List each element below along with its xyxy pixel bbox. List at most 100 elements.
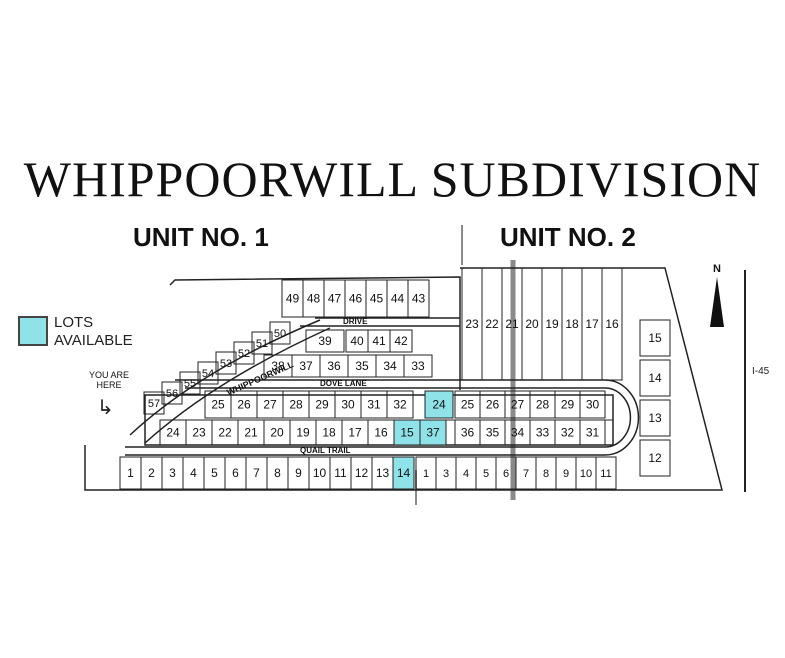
lot-number: 34	[383, 359, 397, 373]
lot-number: 26	[486, 398, 500, 412]
lot-number: 35	[486, 426, 500, 440]
lot-parcel	[579, 390, 606, 419]
lot-number: 37	[426, 426, 440, 440]
lot-parcel	[424, 390, 454, 419]
lot-number: 22	[485, 317, 499, 331]
lot-number: 38	[271, 359, 285, 373]
lot-number: 19	[545, 317, 559, 331]
north-label: N	[713, 263, 721, 275]
lot-parcel	[601, 267, 623, 381]
lot-number: 32	[561, 426, 575, 440]
lot-parcel	[407, 279, 430, 318]
street-label: DRIVE	[343, 317, 368, 326]
lot-number: 23	[192, 426, 206, 440]
lot-number: 18	[565, 317, 579, 331]
you-are-here-label: YOU ARE HERE	[88, 370, 129, 390]
lot-number: 10	[313, 466, 327, 480]
lot-parcel	[197, 361, 219, 385]
lot-parcel	[386, 390, 414, 419]
lot-number: 8	[543, 468, 549, 480]
lot-number: 4	[463, 468, 469, 480]
lot-number: 41	[372, 334, 386, 348]
lot-number: 22	[218, 426, 232, 440]
lot-number: 15	[648, 331, 662, 345]
lot-number: 51	[256, 338, 268, 350]
lot-number: 28	[289, 398, 303, 412]
lot-number: 7	[253, 466, 260, 480]
lot-number: 49	[286, 292, 300, 306]
lot-number: 30	[586, 398, 600, 412]
lot-number: 11	[600, 468, 611, 480]
lot-number: 16	[605, 317, 619, 331]
lot-parcel	[269, 321, 291, 345]
lot-parcel	[639, 319, 671, 357]
lot-number: 26	[237, 398, 251, 412]
lot-number: 3	[443, 468, 449, 480]
lot-number: 21	[244, 426, 258, 440]
lot-number: 4	[190, 466, 197, 480]
lot-number: 36	[461, 426, 475, 440]
lot-number: 13	[648, 411, 662, 425]
lot-number: 10	[580, 468, 592, 480]
lot-number: 52	[238, 348, 250, 360]
lot-number: 54	[202, 368, 214, 380]
lot-number: 20	[525, 317, 539, 331]
lot-parcel	[639, 399, 671, 437]
lot-number: 1	[127, 466, 134, 480]
you-are-here-arrow-icon: ↳	[97, 397, 114, 419]
lot-number: 42	[394, 334, 408, 348]
lot-number: 33	[411, 359, 425, 373]
lot-parcel	[419, 419, 447, 446]
available-swatch	[18, 316, 48, 346]
lot-number: 36	[327, 359, 341, 373]
lot-number: 57	[148, 398, 160, 410]
lot-number: 24	[166, 426, 180, 440]
lot-number: 31	[367, 398, 381, 412]
lot-number: 6	[503, 468, 509, 480]
lot-number: 15	[400, 426, 414, 440]
lot-number: 5	[211, 466, 218, 480]
lot-parcel	[161, 381, 183, 405]
lot-parcel	[639, 359, 671, 397]
lot-number: 31	[586, 426, 600, 440]
lot-number: 29	[561, 398, 575, 412]
lot-number: 46	[349, 292, 363, 306]
lot-parcel	[389, 329, 413, 353]
lot-number: 24	[432, 398, 446, 412]
lot-number: 34	[511, 426, 525, 440]
lot-number: 40	[350, 334, 364, 348]
lot-number: 7	[523, 468, 529, 480]
lot-parcel	[639, 439, 671, 477]
lot-parcel	[215, 351, 237, 375]
lot-number: 48	[307, 292, 321, 306]
unit-1-label: UNIT NO. 1	[133, 222, 269, 252]
lot-number: 39	[318, 334, 332, 348]
lot-number: 9	[295, 466, 302, 480]
lot-number: 50	[274, 328, 286, 340]
lot-number: 14	[648, 371, 662, 385]
lot-number: 21	[505, 317, 519, 331]
lot-number: 17	[585, 317, 599, 331]
whippoorwill-road-edge	[144, 327, 331, 444]
lot-number: 9	[563, 468, 569, 480]
boundary-line	[169, 276, 461, 390]
loop-road-edge	[604, 379, 640, 456]
lot-number: 53	[220, 358, 232, 370]
lot-number: 27	[511, 398, 525, 412]
lot-parcel	[579, 419, 606, 446]
lot-parcel	[251, 331, 273, 355]
lot-number: 18	[322, 426, 336, 440]
lot-number: 37	[299, 359, 313, 373]
lot-number: 25	[461, 398, 475, 412]
lot-number: 14	[397, 466, 411, 480]
lot-number: 45	[370, 292, 384, 306]
lot-number: 28	[536, 398, 550, 412]
street-label: QUAIL TRAIL	[300, 446, 351, 455]
lot-number: 30	[341, 398, 355, 412]
whippoorwill-road-edge	[129, 319, 321, 436]
unit-2-label: UNIT NO. 2	[500, 222, 636, 252]
lot-number: 47	[328, 292, 342, 306]
lot-number: 43	[412, 292, 426, 306]
lot-number: 6	[232, 466, 239, 480]
